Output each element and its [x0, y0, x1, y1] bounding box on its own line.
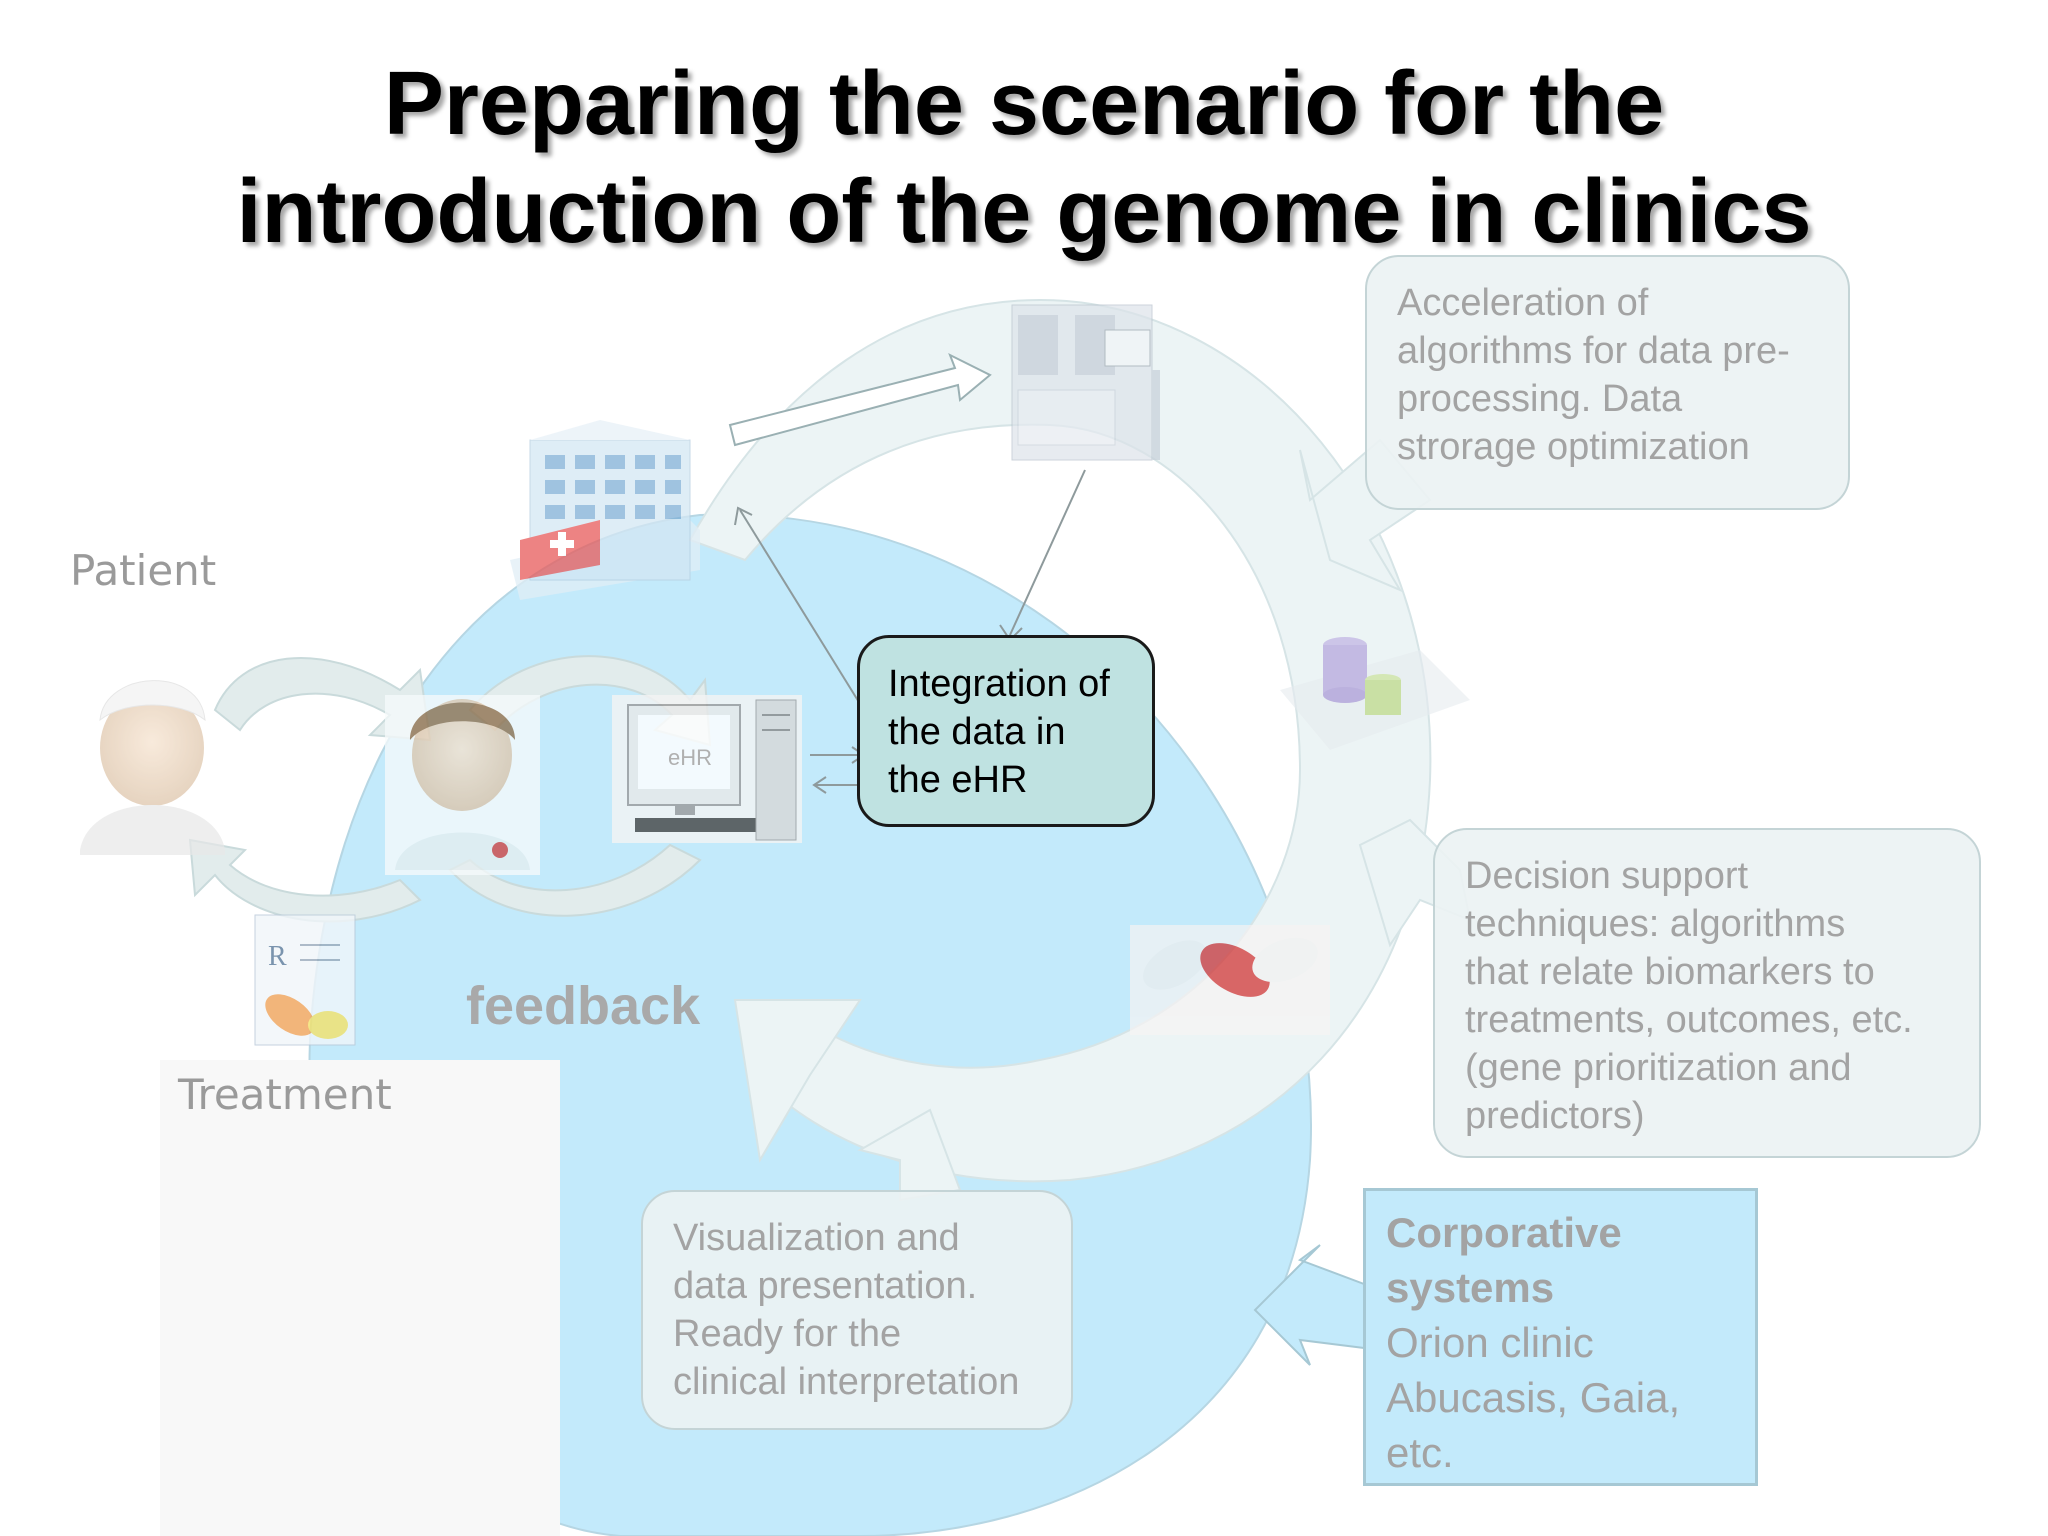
decision-line: Decision support	[1465, 855, 1749, 897]
corporative-line: Abucasis, Gaia,	[1386, 1374, 1681, 1421]
title-line-1: Preparing the scenario for the	[383, 54, 1665, 154]
decision-line: (gene prioritization and	[1465, 1047, 1852, 1089]
feedback-label: feedback	[466, 976, 701, 1036]
corporative-heading: systems	[1386, 1264, 1555, 1311]
acceleration-line: strorage optimization	[1397, 426, 1750, 468]
slide-title: Preparing the scenario for the introduct…	[0, 50, 2048, 266]
acceleration-line: processing. Data	[1397, 378, 1683, 420]
treatment-label: Treatment	[178, 1070, 392, 1119]
decision-support-box: Decision support techniques: algorithms …	[1433, 828, 1981, 1158]
acceleration-line: algorithms for data pre-	[1397, 330, 1790, 372]
decision-line: predictors)	[1465, 1095, 1645, 1137]
nurse-icon	[80, 680, 225, 855]
arrow-integration-to-hospital	[739, 509, 871, 721]
corporative-line: etc.	[1386, 1429, 1454, 1476]
sequencer-icon	[1011, 304, 1160, 461]
svg-text:R: R	[268, 941, 287, 972]
visualization-line: Visualization and	[673, 1217, 960, 1259]
arrow-tip-2	[734, 506, 753, 526]
title-line-2: introduction of the genome in clinics	[236, 162, 1812, 262]
corporative-systems-box: Corporative systems Orion clinic Abucasi…	[1363, 1188, 1758, 1486]
arrow-hospital-to-sequencer	[728, 352, 992, 447]
database-icon	[1280, 637, 1470, 750]
acceleration-line: Acceleration of	[1397, 282, 1649, 324]
arrow-sequencer-to-integration	[1009, 469, 1086, 636]
background-panel	[160, 1060, 560, 1536]
integration-line: the eHR	[888, 759, 1028, 801]
ehr-screen-label: eHR	[668, 745, 713, 770]
visualization-line: clinical interpretation	[673, 1361, 1020, 1403]
corporative-line: Orion clinic	[1386, 1319, 1594, 1366]
cycle-arrow-head	[733, 999, 862, 1163]
acceleration-box: Acceleration of algorithms for data pre-…	[1365, 255, 1850, 510]
integration-line: Integration of	[888, 663, 1110, 705]
corporative-heading: Corporative	[1386, 1209, 1622, 1256]
decision-line: that relate biomarkers to	[1465, 951, 1875, 993]
visualization-box: Visualization and data presentation. Rea…	[641, 1190, 1073, 1430]
visualization-line: Ready for the	[673, 1313, 902, 1355]
arrow-tip-4	[812, 776, 827, 794]
prescription-icon: R	[254, 914, 356, 1046]
patient-label: Patient	[70, 546, 217, 595]
hospital-icon	[510, 420, 700, 600]
computer-icon	[612, 695, 802, 843]
decision-line: treatments, outcomes, etc.	[1465, 999, 1913, 1041]
pills-icon	[1130, 925, 1330, 1035]
integration-box: Integration of the data in the eHR	[857, 635, 1155, 827]
doctor-icon	[385, 695, 540, 875]
integration-line: the data in	[888, 711, 1066, 753]
decision-line: techniques: algorithms	[1465, 903, 1846, 945]
visualization-line: data presentation.	[673, 1265, 978, 1307]
